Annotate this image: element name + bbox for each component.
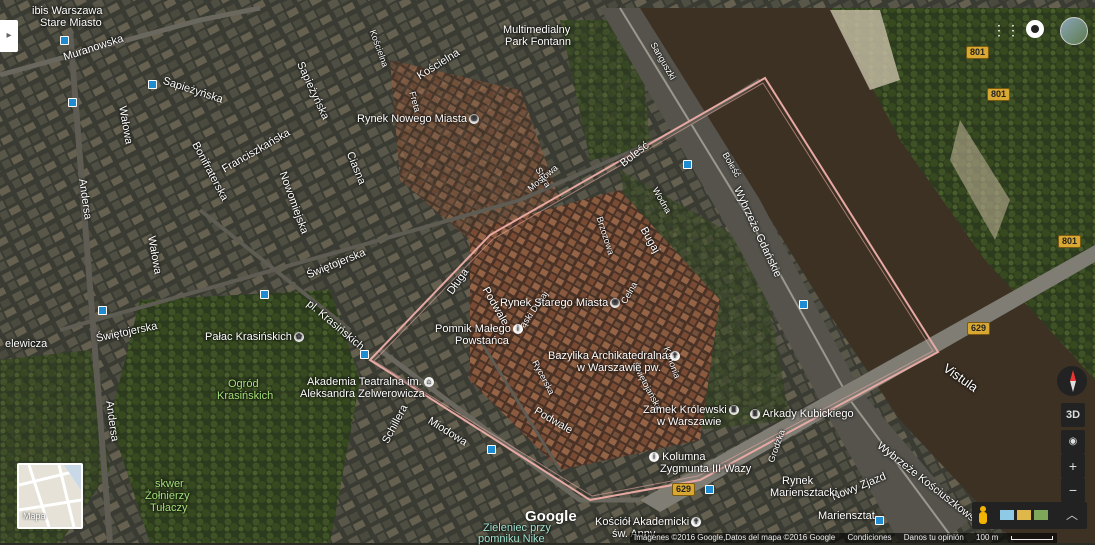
transit-stop-icon[interactable] <box>683 160 692 169</box>
terms-link[interactable]: Condiciones <box>847 533 892 542</box>
my-location-icon[interactable]: ◉ <box>1061 430 1085 454</box>
transit-stop-icon[interactable] <box>98 306 107 315</box>
road-shield-801: 801 <box>966 46 990 59</box>
scale-label: 100 m <box>976 533 999 542</box>
zoom-in-button[interactable]: + <box>1061 454 1085 478</box>
feedback-link[interactable]: Danos tu opinión <box>903 533 964 542</box>
transit-stop-icon[interactable] <box>260 290 269 299</box>
transit-stop-icon[interactable] <box>487 445 496 454</box>
layer-thumbnail-terrain[interactable] <box>1034 510 1048 520</box>
pegman-icon[interactable] <box>978 506 988 524</box>
street-view-layers-bar: ︿ <box>972 502 1087 529</box>
transit-stop-icon[interactable] <box>360 350 369 359</box>
minimap-icon <box>19 465 81 527</box>
road-shield-801: 801 <box>1058 235 1082 248</box>
compass-icon[interactable] <box>1057 366 1087 396</box>
transit-stop-icon[interactable] <box>60 36 69 45</box>
imagery-attribution: Imágenes ©2016 Google,Datos del mapa ©20… <box>634 533 836 542</box>
zoom-out-button[interactable]: − <box>1061 478 1085 502</box>
transit-stop-icon[interactable] <box>705 485 714 494</box>
transit-stop-icon[interactable] <box>799 300 808 309</box>
map-type-switcher[interactable]: Mapa <box>17 463 83 529</box>
avatar[interactable] <box>1060 17 1088 45</box>
map-footer: Imágenes ©2016 Google,Datos del mapa ©20… <box>630 533 1057 543</box>
3d-toggle-button[interactable]: 3D <box>1061 403 1085 427</box>
road-shield-629: 629 <box>672 483 696 496</box>
layer-thumbnail-transit[interactable] <box>1000 510 1014 520</box>
expand-chevron-icon[interactable]: ︿ <box>1066 508 1079 522</box>
layer-thumbnail-traffic[interactable] <box>1017 510 1031 520</box>
transit-stop-icon[interactable] <box>148 80 157 89</box>
scale-bar <box>1010 535 1053 540</box>
road-shield-629: 629 <box>967 322 991 335</box>
transit-stop-icon[interactable] <box>875 516 884 525</box>
notifications-icon[interactable] <box>1026 20 1044 38</box>
side-panel-toggle[interactable]: ▸ <box>0 20 18 52</box>
google-logo: Google <box>525 508 577 525</box>
minimap-label: Mapa <box>23 511 46 521</box>
road-shield-801: 801 <box>987 88 1011 101</box>
transit-stop-icon[interactable] <box>68 98 77 107</box>
apps-grid-icon[interactable]: ⋮⋮ <box>992 22 1020 38</box>
